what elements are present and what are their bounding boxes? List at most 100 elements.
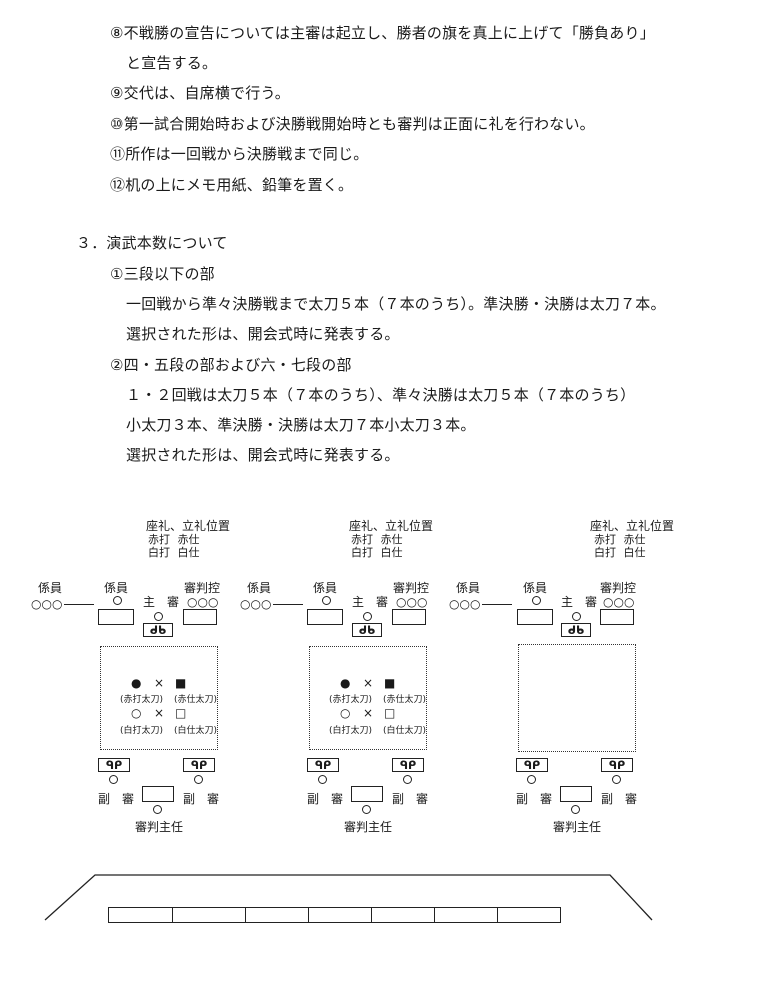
shiro-shi-label: 白仕: [623, 546, 646, 559]
kakariin-table: [307, 609, 343, 625]
kakariin-seat: [322, 596, 331, 605]
shinpan-shunin-seat: [153, 805, 162, 814]
shinpan-hikae-circles: ○○○: [603, 595, 635, 609]
kakariin-left-label: 係員: [38, 581, 63, 595]
shiai-jo-court: [518, 644, 636, 752]
rule-10: ⑩第一試合開始時および決勝戦開始時とも審判は正面に礼を行わない。: [110, 115, 595, 133]
head-table-seat: [245, 907, 309, 923]
shiro-uchi-label: 白打: [594, 546, 616, 559]
aka-uchi-label: 赤打: [351, 533, 373, 546]
sub2-title: ②四・五段の部および六・七段の部: [110, 356, 352, 374]
head-table-seat: [497, 907, 561, 923]
shushin-table-icon: ᑯᑲ: [352, 623, 382, 637]
aka-shi-label: 赤仕: [380, 533, 403, 546]
shiro-uchi-tachi-label: (白打太刀): [120, 726, 164, 736]
aka-shi-marker: ■: [384, 676, 396, 690]
fukushin-left-label: 副 審: [307, 792, 344, 806]
bow-position-legend: 赤打 赤仕 白打 白仕: [148, 533, 200, 559]
shinpan-hikae-circles: ○○○: [396, 595, 428, 609]
shiai-jo-court: [100, 646, 218, 750]
rule-8: ⑧不戦勝の宣告については主審は起立し、勝者の旗を真上に上げて「勝負あり」: [110, 24, 655, 42]
shushin-seat: [154, 612, 163, 621]
shushin-label: 主 審: [143, 595, 180, 609]
kakariin-left-circles: ○○○: [240, 597, 272, 611]
shiro-shi-tachi-label: (白仕太刀): [383, 726, 427, 736]
shiro-shi-marker: □: [175, 706, 187, 720]
rule-12: ⑫机の上にメモ用紙、鉛筆を置く。: [110, 176, 354, 194]
bow-position-label: 座礼、立礼位置: [349, 519, 434, 533]
shinpan-shunin-label: 審判主任: [344, 820, 393, 834]
bow-position-label: 座礼、立礼位置: [590, 519, 675, 533]
aka-uchi-label: 赤打: [594, 533, 616, 546]
cross-marker: ×: [363, 706, 374, 720]
fukushin-right-table-icon: ᑫᑭ: [183, 758, 215, 772]
rule-9: ⑨交代は、自席横で行う。: [110, 84, 290, 102]
shiro-shi-tachi-label: (白仕太刀): [174, 726, 218, 736]
fukushin-right-seat: [403, 775, 412, 784]
fukushin-left-table-icon: ᑫᑭ: [516, 758, 548, 772]
shinpan-shunin-label: 審判主任: [135, 820, 184, 834]
shiro-shi-label: 白仕: [380, 546, 403, 559]
shushin-table-icon: ᑯᑲ: [561, 623, 591, 637]
bow-position-label: 座礼、立礼位置: [146, 519, 231, 533]
shiro-uchi-marker: ○: [340, 706, 351, 720]
kakariin-connector: [273, 604, 303, 605]
sub1-line2: 選択された形は、開会式時に発表する。: [126, 325, 400, 343]
shinpan-hikae-label: 審判控: [600, 581, 637, 595]
shinpan-shunin-table: [142, 786, 174, 802]
head-table-seat: [434, 907, 498, 923]
fukushin-left-label: 副 審: [516, 792, 553, 806]
aka-shi-label: 赤仕: [177, 533, 200, 546]
aka-uchi-marker: ●: [131, 676, 142, 690]
aka-uchi-tachi-label: (赤打太刀): [329, 695, 373, 705]
section-3-heading: ３．演武本数について: [76, 234, 228, 252]
sub1-title: ①三段以下の部: [110, 265, 215, 283]
shushin-table-icon: ᑯᑲ: [143, 623, 173, 637]
fukushin-right-label: 副 審: [183, 792, 220, 806]
kakariin-connector: [64, 604, 94, 605]
fukushin-right-table-icon: ᑫᑭ: [392, 758, 424, 772]
cross-marker: ×: [363, 676, 374, 690]
shiro-uchi-label: 白打: [148, 546, 170, 559]
shiro-uchi-label: 白打: [351, 546, 373, 559]
fukushin-left-table-icon: ᑫᑭ: [307, 758, 339, 772]
fukushin-right-table-icon: ᑫᑭ: [601, 758, 633, 772]
fukushin-right-seat: [194, 775, 203, 784]
aka-shi-tachi-label: (赤仕太刀): [174, 695, 218, 705]
cross-marker: ×: [154, 706, 165, 720]
fukushin-right-label: 副 審: [392, 792, 429, 806]
kakariin-connector: [482, 604, 512, 605]
kakariin-table: [98, 609, 134, 625]
aka-shi-marker: ■: [175, 676, 187, 690]
bow-position-legend: 赤打 赤仕 白打 白仕: [351, 533, 403, 559]
shinpan-shunin-label: 審判主任: [553, 820, 602, 834]
fukushin-left-seat: [527, 775, 536, 784]
shinpan-shunin-table: [560, 786, 592, 802]
kakariin-label: 係員: [104, 581, 129, 595]
aka-shi-label: 赤仕: [623, 533, 646, 546]
shushin-label: 主 審: [352, 595, 389, 609]
fukushin-left-seat: [318, 775, 327, 784]
fukushin-left-table-icon: ᑫᑭ: [98, 758, 130, 772]
kakariin-left-label: 係員: [247, 581, 272, 595]
shinpan-shunin-seat: [362, 805, 371, 814]
rule-8-continued: と宣告する。: [126, 54, 218, 72]
fukushin-right-label: 副 審: [601, 792, 638, 806]
rule-11: ⑪所作は一回戦から決勝戦まで同じ。: [110, 145, 369, 163]
shushin-seat: [572, 612, 581, 621]
kakariin-seat: [532, 596, 541, 605]
shinpan-hikae-label: 審判控: [393, 581, 430, 595]
fukushin-left-label: 副 審: [98, 792, 135, 806]
cross-marker: ×: [154, 676, 165, 690]
sub2-line3: 選択された形は、開会式時に発表する。: [126, 446, 400, 464]
fukushin-left-seat: [109, 775, 118, 784]
kakariin-left-circles: ○○○: [449, 597, 481, 611]
head-table-seat: [108, 907, 173, 923]
shiai-jo-court: [309, 646, 427, 750]
shinpan-shunin-table: [351, 786, 383, 802]
shinpan-hikae-circles: ○○○: [187, 595, 219, 609]
kakariin-left-circles: ○○○: [31, 597, 63, 611]
aka-uchi-label: 赤打: [148, 533, 170, 546]
shiro-uchi-tachi-label: (白打太刀): [329, 726, 373, 736]
